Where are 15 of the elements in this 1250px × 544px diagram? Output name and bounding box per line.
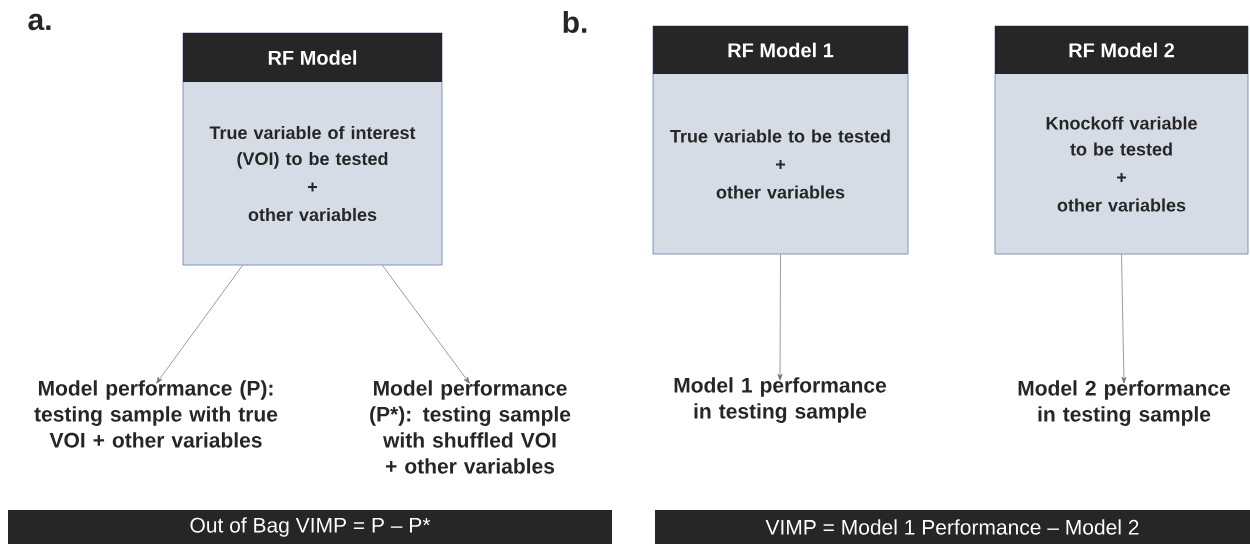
result-text: Model 1 performance in testing sample (674, 377, 887, 423)
arrow (156, 265, 243, 384)
arrow (777, 254, 783, 381)
result-text: Model performance (P*): testing sample with shuffled VOI + other variables (370, 380, 571, 474)
formula-band: Out of Bag VIMP = P – P* (8, 510, 612, 544)
formula-band: VIMP = Model 1 Performance – Model 2 (655, 510, 1250, 544)
panel-label: a. (28, 13, 51, 31)
model-box: RF Model 1 True variable to be tested + other variables (652, 25, 909, 255)
model-box: RF Model True variable of interest (VOI) to be tested + other variables (182, 32, 443, 266)
result-text: Model 2 performance in testing sample (1018, 380, 1231, 426)
panel-label: b. (563, 11, 587, 33)
result-text: Model performance (P): testing sample with true VOI + other variables (34, 380, 278, 448)
model-box: RF Model 2 Knockoff variable to be tested + other variables (994, 25, 1249, 255)
arrow (382, 265, 470, 384)
arrow (1121, 254, 1127, 384)
